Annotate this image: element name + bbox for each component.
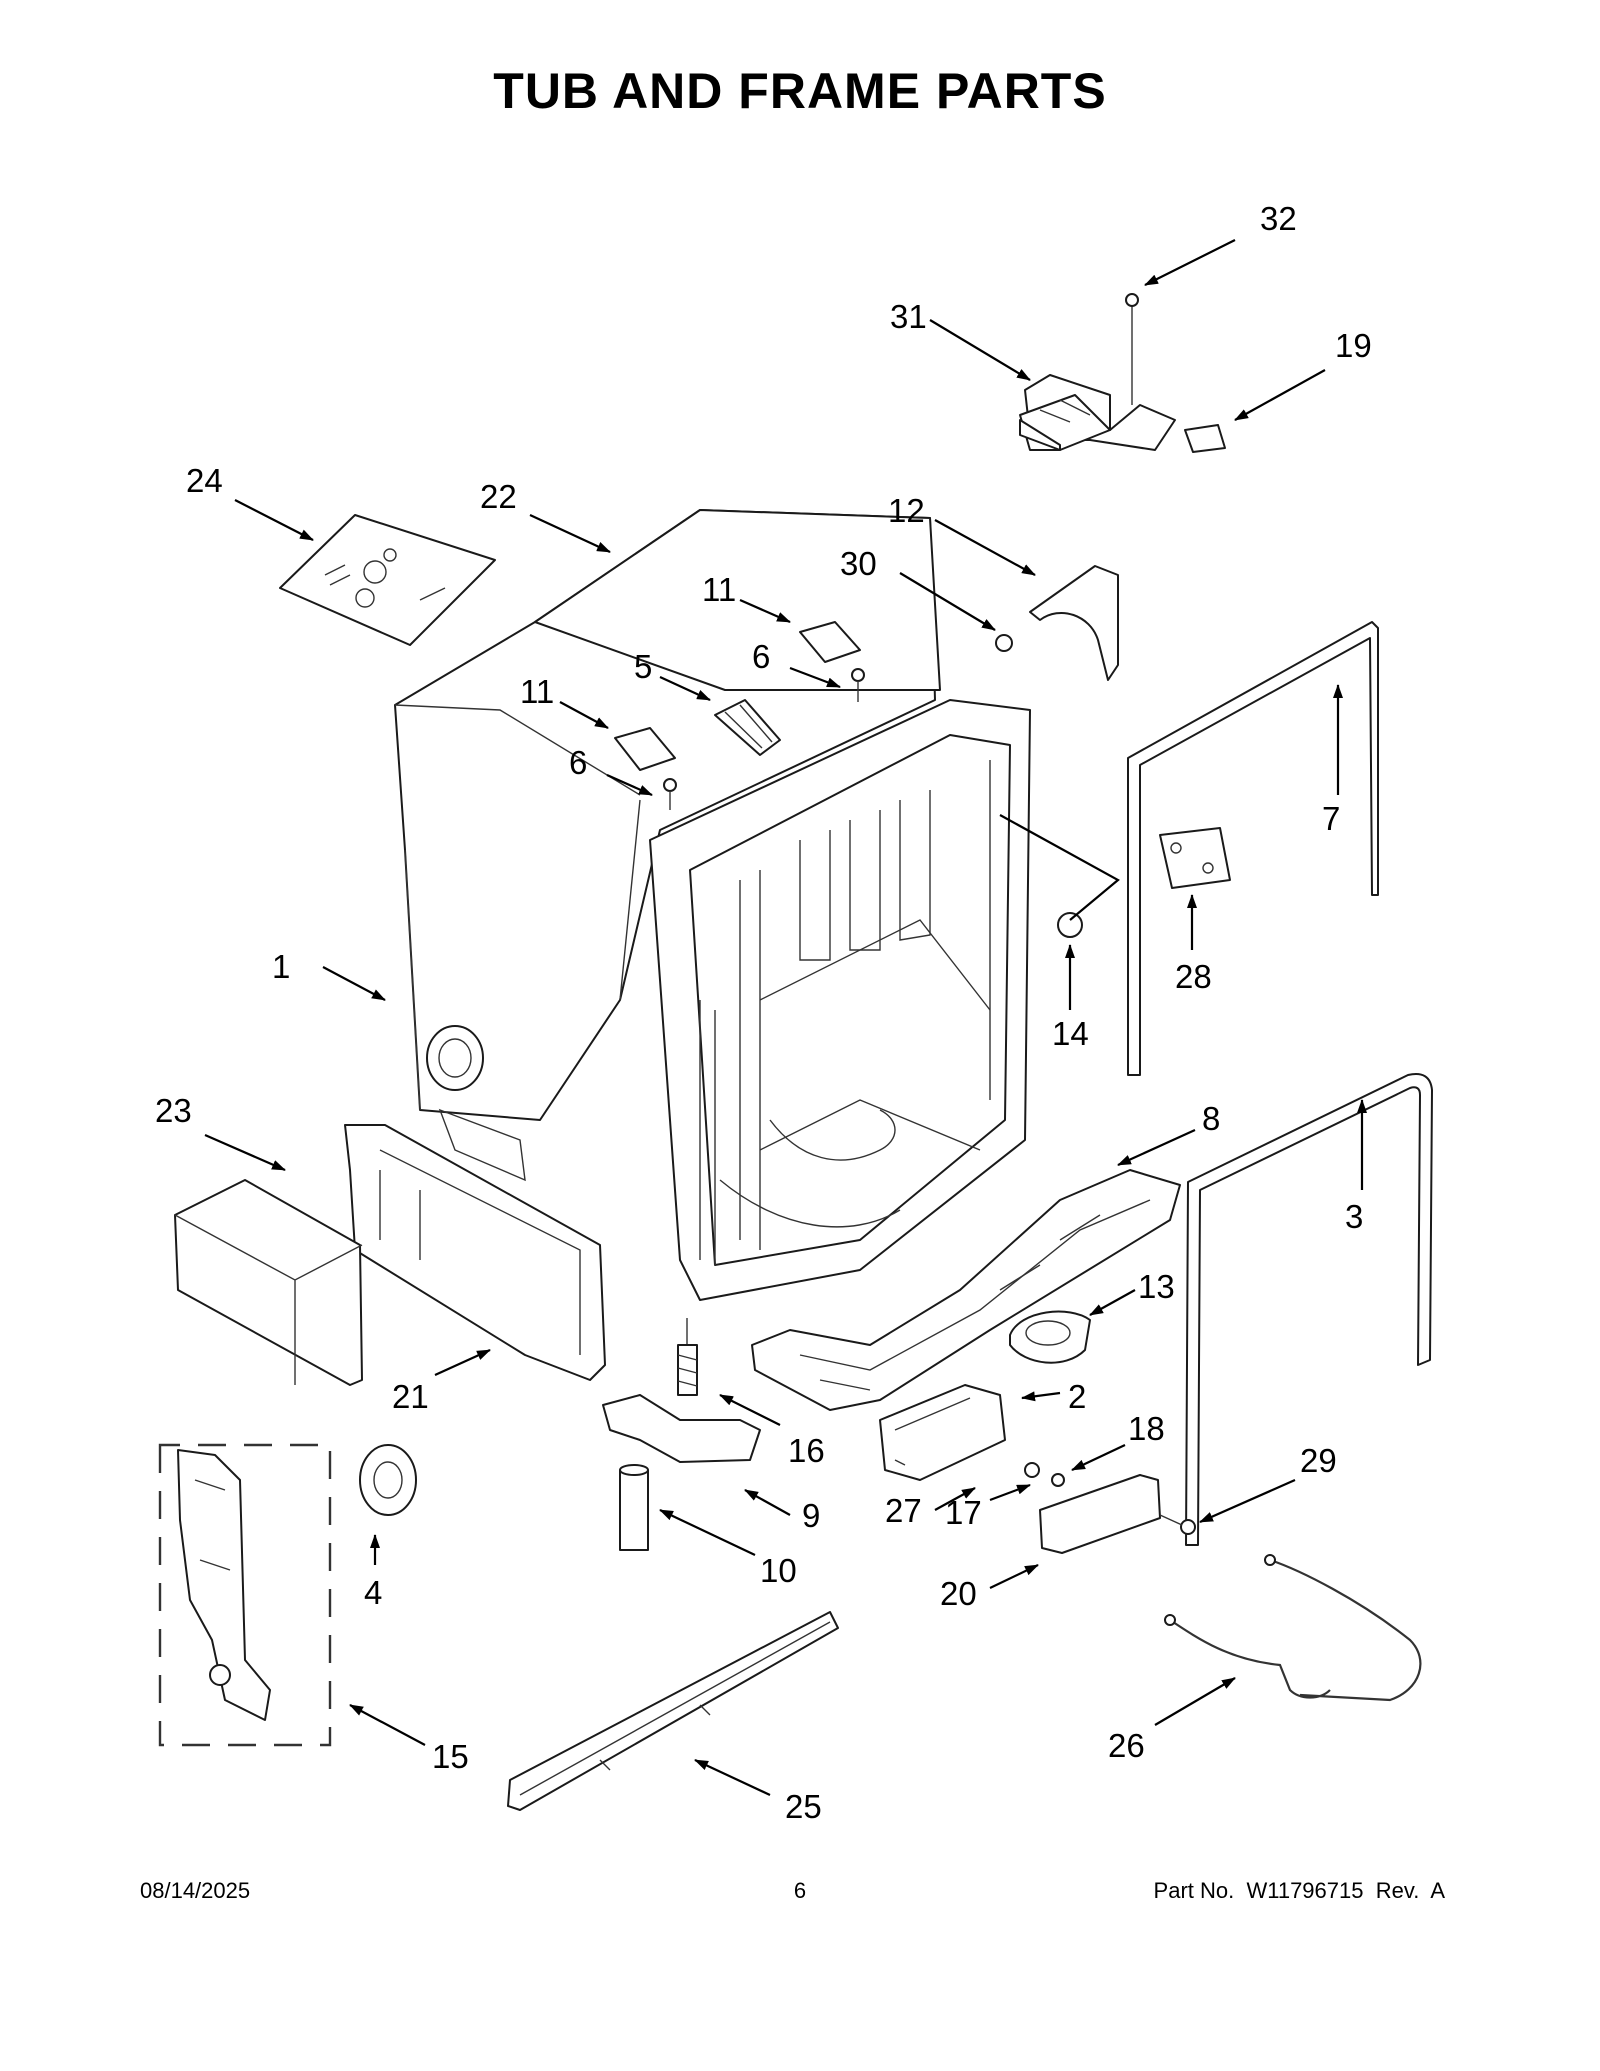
callout-4: 4 <box>364 1574 382 1611</box>
callout-25: 25 <box>785 1788 822 1825</box>
leader-lines <box>204 239 1367 1796</box>
bottom-rail-part <box>507 1611 839 1811</box>
small-bracket-part <box>1184 424 1226 453</box>
side-gasket-part <box>1185 1073 1433 1546</box>
callout-28: 28 <box>1175 958 1212 995</box>
callout-13: 13 <box>1138 1268 1175 1305</box>
callout-16: 16 <box>788 1432 825 1469</box>
callout-21: 21 <box>392 1378 429 1415</box>
latch-part <box>714 699 781 756</box>
door-gasket-part <box>1127 621 1379 1076</box>
bracket-part-upper <box>799 621 861 663</box>
callout-19: 19 <box>1335 327 1372 364</box>
callout-30: 30 <box>840 545 877 582</box>
callout-24: 24 <box>186 462 223 499</box>
callout-26: 26 <box>1108 1727 1145 1764</box>
footer-date: 08/14/2025 <box>140 1878 251 1903</box>
tub-shell-part <box>394 509 941 1182</box>
housing-part <box>879 1384 1006 1481</box>
callout-5: 5 <box>634 648 652 685</box>
cover-part <box>1039 1474 1161 1554</box>
callout-31: 31 <box>890 298 927 335</box>
callout-12: 12 <box>888 492 925 529</box>
door-assembly-part <box>158 1443 332 1747</box>
hinge-part <box>1159 827 1231 889</box>
callout-14: 14 <box>1052 1015 1089 1052</box>
screw-part-29 <box>1159 1514 1196 1535</box>
page-title: TUB AND FRAME PARTS <box>493 63 1107 119</box>
callout-3: 3 <box>1345 1198 1363 1235</box>
callout-27: 27 <box>885 1492 922 1529</box>
callout-17: 17 <box>945 1494 982 1531</box>
callout-20: 20 <box>940 1575 977 1612</box>
bracket-part-lower <box>614 727 676 771</box>
callout-10: 10 <box>760 1552 797 1589</box>
callout-15: 15 <box>432 1738 469 1775</box>
top-assembly-part <box>1019 293 1176 451</box>
wheel-part <box>359 1444 417 1516</box>
pump-base-part <box>1009 1310 1091 1364</box>
screw-part-lower <box>663 778 677 810</box>
callout-6: 6 <box>752 638 770 675</box>
callout-9: 9 <box>802 1497 820 1534</box>
tub-inner-frame-part <box>649 699 1031 1301</box>
hardware-bag-part <box>279 514 496 646</box>
callout-labels: 1 2 3 4 5 6 6 7 8 9 10 11 11 12 13 14 15… <box>155 200 1372 1825</box>
front-frame-part <box>344 1124 606 1381</box>
callout-29: 29 <box>1300 1442 1337 1479</box>
callout-8: 8 <box>1202 1100 1220 1137</box>
small-screw-part <box>1024 1462 1065 1487</box>
callout-11: 11 <box>702 571 736 608</box>
callout-18: 18 <box>1128 1410 1165 1447</box>
screw-part-upper <box>851 668 865 702</box>
callout-22: 22 <box>480 478 517 515</box>
callout-7: 7 <box>1322 800 1340 837</box>
toe-panel-part <box>174 1179 363 1386</box>
plug-part <box>999 814 1120 938</box>
footer-part-number: Part No. W11796715 Rev. A <box>1153 1878 1445 1903</box>
spring-bolt-part <box>677 1318 698 1396</box>
callout-1: 1 <box>272 948 290 985</box>
wire-harness-part <box>1164 1554 1422 1702</box>
clip-part <box>995 634 1013 652</box>
callout-6b: 6 <box>569 744 587 781</box>
callout-32: 32 <box>1260 200 1297 237</box>
callout-23: 23 <box>155 1092 192 1129</box>
callout-2: 2 <box>1068 1378 1086 1415</box>
callout-11b: 11 <box>520 673 554 710</box>
pipe-part <box>619 1464 649 1551</box>
base-frame-part <box>751 1169 1181 1411</box>
drain-bracket-part <box>602 1394 761 1463</box>
vent-duct-part <box>1029 565 1119 681</box>
